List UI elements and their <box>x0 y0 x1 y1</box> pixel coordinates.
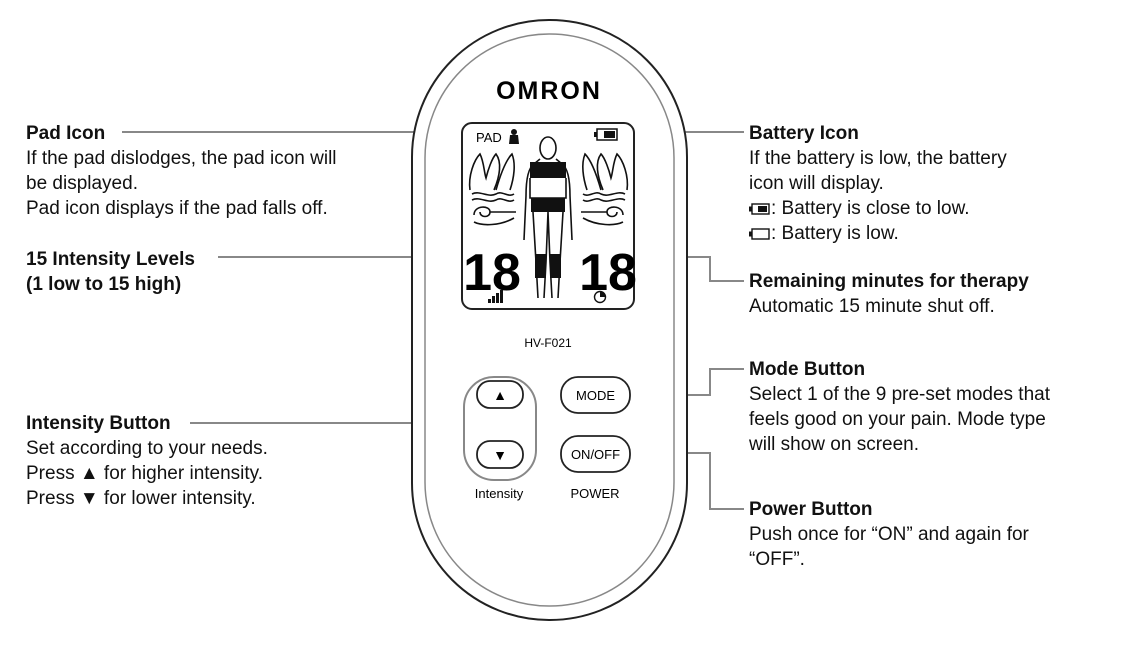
lcd-right-digits: 18 <box>579 244 637 302</box>
power-button-label: ON/OFF <box>571 447 620 462</box>
brand-logo: OMRON <box>496 77 602 105</box>
annotation-line: will show on screen. <box>749 434 920 455</box>
intensity-down-button[interactable]: ▼ <box>476 440 524 469</box>
annotation-line: Set according to your needs. <box>26 438 268 459</box>
annotation-intensity-levels: 15 Intensity Levels (1 low to 15 high) <box>26 247 195 297</box>
lcd-battery-icon <box>594 128 618 141</box>
left-hands-icon <box>468 152 501 191</box>
annotation-line: If the pad dislodges, the pad icon will <box>26 148 337 169</box>
annotation-mode-button: Mode Button Select 1 of the 9 pre-set mo… <box>749 357 1050 457</box>
power-button[interactable]: ON/OFF <box>560 435 631 473</box>
up-arrow-icon: ▲ <box>493 387 507 403</box>
annotation-power-button: Power Button Push once for “ON” and agai… <box>749 497 1029 572</box>
annotation-pad-icon: Pad Icon If the pad dislodges, the pad i… <box>26 121 337 221</box>
annotation-title: (1 low to 15 high) <box>26 274 182 295</box>
battery-empty-icon <box>749 228 770 240</box>
annotation-line: Select 1 of the 9 pre-set modes that <box>749 384 1051 405</box>
power-caption: POWER <box>570 486 619 501</box>
pad-icon <box>509 129 519 144</box>
annotation-title: 15 Intensity Levels <box>26 249 195 270</box>
intensity-caption: Intensity <box>475 486 524 501</box>
annotation-title: Pad Icon <box>26 123 106 144</box>
battery-legend-text: : Battery is low. <box>771 223 899 244</box>
annotation-line: “OFF”. <box>749 549 805 570</box>
annotation-line: Push once for “ON” and again for <box>749 524 1029 545</box>
annotation-intensity-button: Intensity Button Set according to your n… <box>26 411 268 511</box>
annotation-line: Press ▼ for lower intensity. <box>26 488 256 509</box>
annotation-line: Pad icon displays if the pad falls off. <box>26 198 328 219</box>
annotation-line: Press ▲ for higher intensity. <box>26 463 264 484</box>
annotation-title: Mode Button <box>749 359 866 380</box>
model-label: HV-F021 <box>524 336 572 350</box>
annotation-title: Power Button <box>749 499 873 520</box>
lcd-body-figure <box>523 136 573 299</box>
mode-button[interactable]: MODE <box>560 376 631 414</box>
intensity-up-button[interactable]: ▲ <box>476 380 524 409</box>
annotation-line: Automatic 15 minute shut off. <box>749 296 995 317</box>
battery-legend-text: : Battery is close to low. <box>771 198 970 219</box>
battery-half-icon <box>749 203 770 215</box>
lcd-left-digits: 18 <box>463 244 521 302</box>
battery-legend-low: : Battery is low. <box>749 221 1007 246</box>
left-foot-icon <box>473 206 516 218</box>
lcd-right-body-icons <box>581 152 629 226</box>
lcd-pad-label: PAD <box>476 130 502 145</box>
down-arrow-icon: ▼ <box>493 447 507 463</box>
left-wave-icon <box>471 192 515 196</box>
mode-button-label: MODE <box>576 388 615 403</box>
annotation-title: Battery Icon <box>749 123 859 144</box>
annotation-title: Intensity Button <box>26 413 171 434</box>
timer-icon <box>593 290 607 304</box>
annotation-line: be displayed. <box>26 173 138 194</box>
annotation-remaining-minutes: Remaining minutes for therapy Automatic … <box>749 269 1029 319</box>
battery-legend-close-to-low: : Battery is close to low. <box>749 196 1007 221</box>
annotation-line: icon will display. <box>749 173 884 194</box>
annotation-line: If the battery is low, the battery <box>749 148 1007 169</box>
signal-bars-icon <box>488 290 503 303</box>
annotation-title: Remaining minutes for therapy <box>749 271 1029 292</box>
device-inner-shell <box>424 33 675 607</box>
annotation-line: feels good on your pain. Mode type <box>749 409 1046 430</box>
lcd-left-body-icons <box>468 152 516 226</box>
annotation-battery-icon: Battery Icon If the battery is low, the … <box>749 121 1007 246</box>
